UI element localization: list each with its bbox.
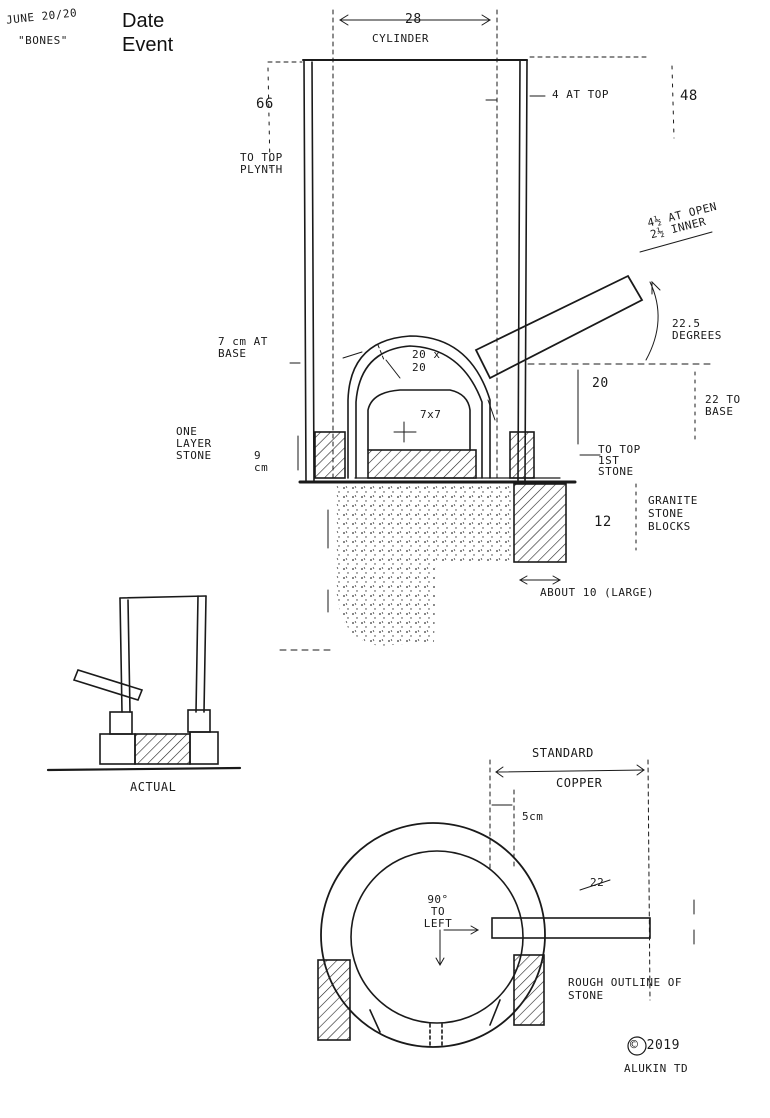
- date-label: Date: [122, 10, 165, 32]
- granite-height: 12: [594, 514, 612, 530]
- granite-base: [279, 483, 637, 651]
- actual-sketch: [46, 595, 242, 772]
- flue-pipe: [474, 231, 713, 445]
- author: ALUKIN TD: [624, 1062, 689, 1075]
- plan-view: [317, 759, 695, 1048]
- plinth-stones: [298, 431, 577, 484]
- copyright-icon: [627, 1036, 647, 1056]
- stone-layer: ONE LAYER STONE: [176, 425, 212, 462]
- wall-top-thickness: 4 AT TOP: [552, 88, 609, 101]
- copper-label: COPPER: [556, 776, 603, 790]
- standard-label: STANDARD: [532, 746, 594, 760]
- cylinder-label: CYLINDER: [372, 32, 429, 45]
- firebox-arch: [347, 335, 496, 479]
- turn-label: 90° TO LEFT: [423, 893, 453, 930]
- pipe-height: 20: [592, 376, 609, 391]
- copyright: © 2019: [630, 1038, 680, 1053]
- wall-base-thickness: 7 cm AT BASE: [218, 335, 268, 360]
- height-to-plinth: 66: [256, 96, 274, 112]
- stone-outline-note: ROUGH OUTLINE OF STONE: [568, 976, 682, 1002]
- arch-inner: 7x7: [420, 408, 442, 421]
- dimension-arrows: [289, 95, 601, 471]
- arch-outer: 20 x 20: [412, 348, 441, 374]
- angle-note: 22.5 DEGREES: [672, 317, 722, 342]
- cylinder-width: 28: [405, 12, 422, 27]
- pipe-length: 22: [590, 876, 605, 889]
- gap-label: 5cm: [522, 810, 544, 823]
- granite-width: ABOUT 10 (LARGE): [540, 586, 654, 599]
- cylinder-elevation: [267, 9, 675, 483]
- event-label: Event: [122, 34, 174, 56]
- plinth-note: TO TOP PLYNTH: [240, 151, 283, 176]
- stone-height: 9 cm: [254, 449, 269, 474]
- date-note-2: "BONES": [18, 34, 68, 47]
- right-height: 48: [680, 88, 698, 104]
- to-base: 22 TO BASE: [705, 393, 741, 418]
- actual-label: ACTUAL: [130, 780, 177, 794]
- to-top-stone: TO TOP 1ST STONE: [598, 443, 641, 478]
- granite-blocks: GRANITE STONE BLOCKS: [648, 494, 698, 533]
